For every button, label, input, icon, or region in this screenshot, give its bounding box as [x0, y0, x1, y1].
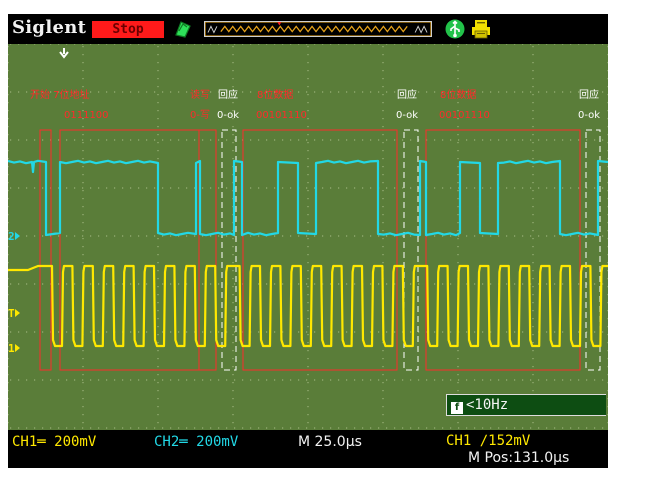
ack1-value: 0-ok — [217, 110, 240, 121]
frequency-icon: f — [451, 402, 463, 414]
ch2-scale[interactable]: CH2═ 200mV — [154, 434, 239, 450]
segment1-value: 0111100 — [64, 110, 109, 121]
ack3-title: 回应 — [579, 90, 599, 101]
ack2-title: 回应 — [397, 90, 417, 101]
trigger-frequency-value: <10Hz — [466, 397, 509, 413]
channel-marker-trigger: T — [8, 307, 20, 320]
timebase-readout[interactable]: M 25.0μs — [298, 434, 362, 450]
svg-text:T: T — [8, 307, 15, 320]
trigger-frequency-readout: f<10Hz — [446, 394, 606, 416]
ack3-value: 0-ok — [578, 110, 601, 121]
svg-text:1: 1 — [8, 342, 15, 355]
segment1-title: 开始 7位地址 — [30, 90, 90, 101]
segment3-value: 00101110 — [256, 110, 307, 121]
trigger-position-marker — [59, 48, 69, 59]
usb-icon — [445, 19, 465, 39]
ack1-title: 回应 — [218, 90, 238, 101]
horizontal-position-readout[interactable]: M Pos:131.0μs — [468, 450, 570, 466]
segment4-title: 8位数据 — [440, 90, 477, 101]
segment2-title: 读写 — [190, 90, 210, 101]
memory-position-indicator — [204, 21, 432, 37]
segment4-value: 00101110 — [439, 110, 490, 121]
oscilloscope-display: Siglent Stop — [8, 14, 608, 468]
trigger-mode-icon — [175, 21, 191, 38]
segment3-title: 8位数据 — [257, 90, 294, 101]
ch1-scale[interactable]: CH1═ 200mV — [12, 434, 97, 450]
trigger-level-readout[interactable]: CH1 ∕152mV — [446, 433, 531, 449]
ch2-waveform — [8, 159, 608, 237]
channel-marker-ch2: 2 — [8, 230, 20, 243]
channel-marker-ch1: 1 — [8, 342, 20, 355]
printer-icon — [472, 20, 490, 39]
run-stop-badge[interactable]: Stop — [92, 21, 164, 38]
svg-text:2: 2 — [8, 230, 15, 243]
brand-logo: Siglent — [12, 17, 87, 38]
ack2-value: 0-ok — [396, 110, 419, 121]
segment2-value: 0-写 — [190, 110, 210, 121]
ch1-waveform — [8, 264, 608, 348]
bottom-status-bar: CH1═ 200mV CH2═ 200mV M 25.0μs CH1 ∕152m… — [8, 430, 608, 468]
waveform-screen: 2 T 1 开始 7位地址 0111100 读写 0-写 回应 0-ok 8位数… — [8, 44, 608, 430]
top-status-bar: Siglent Stop — [8, 14, 608, 44]
annotation-boxes — [39, 129, 601, 371]
